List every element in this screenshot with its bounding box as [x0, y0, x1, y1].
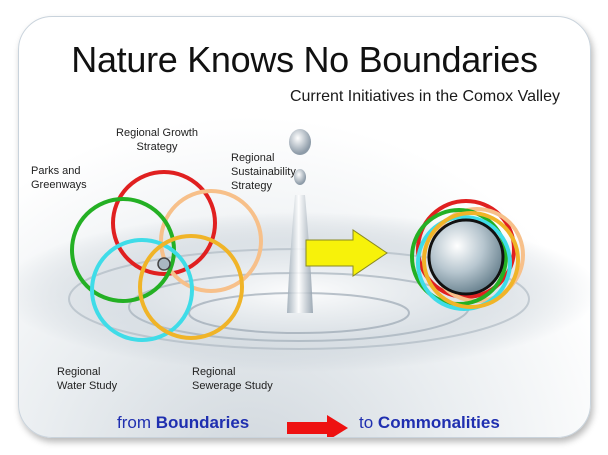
water-circle — [90, 238, 194, 342]
slide: Nature Knows No Boundaries Current Initi… — [18, 16, 591, 438]
red-arrow-icon — [287, 415, 348, 437]
footer-to-commonalities: to Commonalities — [359, 413, 500, 433]
growth-circle — [111, 170, 217, 276]
label-regional-sustainability-strategy: Regional Sustainability Strategy — [231, 152, 296, 192]
yellow-arrow-icon — [305, 229, 388, 277]
label-regional-sewerage-study: Regional Sewerage Study — [192, 366, 273, 392]
slide-title: Nature Knows No Boundaries — [71, 39, 538, 80]
sewerage-circle — [138, 234, 244, 340]
converged-sewerage-circle — [422, 211, 520, 309]
initiatives-diagram — [70, 170, 525, 342]
slide-subtitle: Current Initiatives in the Comox Valley — [289, 88, 560, 105]
label-regional-growth-strategy: Regional Growth Strategy — [116, 127, 198, 153]
converged-water-circle — [416, 215, 512, 311]
commonality-sphere-icon — [427, 218, 505, 296]
center-drop-icon — [157, 257, 171, 271]
footer-to-word: Commonalities — [377, 413, 500, 432]
footer-from-prefix: from — [117, 413, 151, 432]
sustainability-circle — [159, 189, 263, 293]
converged-growth-circle — [416, 199, 516, 299]
footer-to-prefix: to — [359, 413, 374, 432]
footer-from-word: Boundaries — [155, 413, 250, 432]
label-regional-water-study: Regional Water Study — [57, 366, 118, 392]
label-parks-and-greenways: Parks and Greenways — [31, 165, 87, 191]
footer-from-boundaries: from Boundaries — [117, 413, 249, 433]
